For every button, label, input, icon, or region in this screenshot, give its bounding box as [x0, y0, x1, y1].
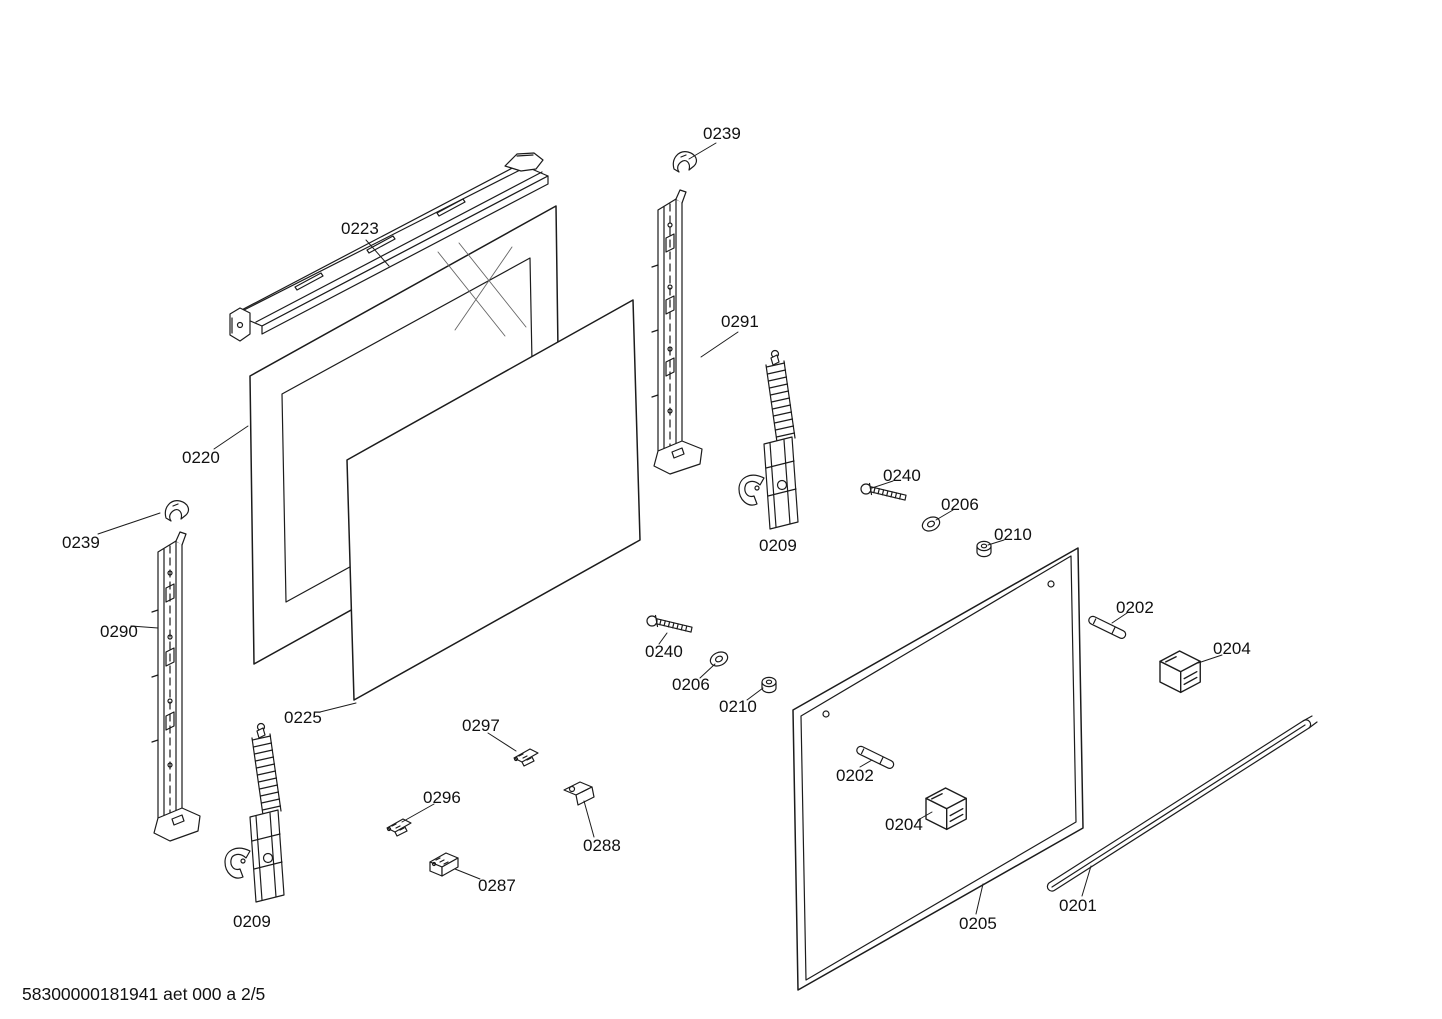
label-clip-top: 0239 — [703, 124, 741, 143]
leader-line — [365, 239, 390, 267]
leader-line — [97, 512, 161, 535]
label-handle: 0201 — [1059, 896, 1097, 915]
label-hinge-bottom: 0209 — [233, 912, 271, 931]
part-labels: 0239 0223 0291 0220 0239 0290 0209 0240 … — [62, 124, 1251, 933]
label-block-panel: 0204 — [885, 815, 923, 834]
label-top-frame: 0223 — [341, 219, 379, 238]
part-nut-mid — [761, 676, 777, 694]
leader-line — [935, 509, 954, 521]
label-nut-mid: 0210 — [719, 697, 757, 716]
part-hinge-bottom — [224, 722, 285, 903]
leader-line — [213, 425, 249, 450]
label-pin-panel: 0202 — [836, 766, 874, 785]
part-hinge-right — [738, 349, 799, 530]
part-clip-left — [164, 500, 190, 522]
label-rail-left: 0290 — [100, 622, 138, 641]
label-hinge-right: 0209 — [759, 536, 797, 555]
leader-line — [699, 663, 716, 679]
leader-line — [583, 800, 595, 838]
leader-line — [688, 142, 717, 160]
label-screw-right: 0240 — [883, 466, 921, 485]
label-clip-left: 0239 — [62, 533, 100, 552]
leader-line — [130, 625, 159, 629]
part-bracket-297 — [513, 748, 539, 767]
leader-line — [975, 883, 984, 915]
part-handle — [1046, 715, 1318, 892]
part-bracket-287 — [429, 852, 459, 877]
document-number: 58300000181941 aet 000 a 2/5 — [22, 984, 265, 1004]
leader-line — [454, 868, 481, 880]
part-clip-top — [672, 151, 698, 173]
leader-line — [987, 539, 1005, 546]
leader-line — [859, 759, 873, 768]
leader-line — [700, 331, 739, 358]
leader-line — [658, 632, 668, 645]
label-bracket-288: 0288 — [583, 836, 621, 855]
part-rail-left — [151, 531, 201, 842]
part-screw-mid — [646, 614, 693, 633]
label-bracket-287: 0287 — [478, 876, 516, 895]
leader-line — [487, 732, 517, 752]
leader-line — [1081, 865, 1092, 897]
leader-line — [917, 811, 933, 821]
label-inner-glass: 0225 — [284, 708, 322, 727]
part-rail-right — [651, 189, 703, 475]
part-block-right — [1159, 650, 1201, 694]
part-screw-right — [860, 482, 907, 501]
leader-line — [871, 480, 894, 489]
part-inner-glass — [346, 299, 641, 701]
part-top-frame — [229, 152, 549, 342]
part-pin-right — [1086, 614, 1128, 641]
leader-line — [401, 803, 435, 823]
label-inner-panel: 0205 — [959, 914, 997, 933]
part-washer-mid — [707, 648, 731, 670]
leader-line — [319, 702, 357, 713]
label-bracket-297: 0297 — [462, 716, 500, 735]
part-nut-right — [976, 540, 992, 558]
label-block-right: 0204 — [1213, 639, 1251, 658]
glass-reflection-lines — [437, 242, 527, 337]
label-bracket-296: 0296 — [423, 788, 461, 807]
label-pin-right: 0202 — [1116, 598, 1154, 617]
part-washer-right — [919, 513, 943, 535]
label-outer-glass: 0220 — [182, 448, 220, 467]
label-nut-right: 0210 — [994, 525, 1032, 544]
leader-line — [746, 687, 764, 701]
label-rail-right: 0291 — [721, 312, 759, 331]
part-bracket-296 — [386, 818, 412, 837]
label-washer-right: 0206 — [941, 495, 979, 514]
label-screw-mid: 0240 — [645, 642, 683, 661]
leader-line — [1197, 654, 1223, 664]
leader-lines — [97, 142, 1223, 915]
part-inner-panel — [792, 547, 1084, 991]
part-bracket-288 — [563, 781, 595, 806]
label-washer-mid: 0206 — [672, 675, 710, 694]
leader-line — [1111, 612, 1128, 624]
